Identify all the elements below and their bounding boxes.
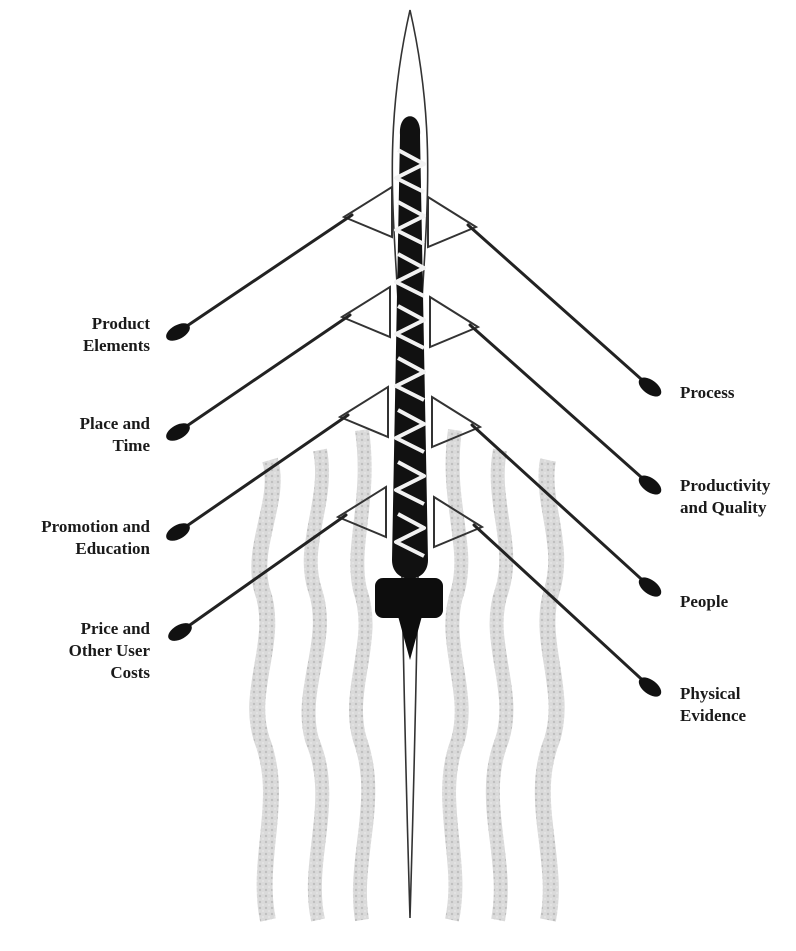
label-promotion-and-education: Promotion and Education bbox=[41, 516, 150, 560]
wake-stream bbox=[449, 430, 462, 920]
wake-stream bbox=[493, 450, 507, 920]
stern-tip bbox=[398, 616, 422, 660]
oar-product-elements bbox=[163, 187, 392, 344]
label-people: People bbox=[680, 591, 728, 613]
oar-place-and-time bbox=[163, 287, 390, 444]
label-place-and-time: Place and Time bbox=[80, 413, 150, 457]
label-productivity-and-quality: Productivity and Quality bbox=[680, 475, 770, 519]
wake-stream bbox=[309, 450, 323, 920]
wake-stream bbox=[257, 460, 273, 920]
wake-stream bbox=[543, 460, 557, 920]
label-process: Process bbox=[680, 382, 734, 404]
label-physical-evidence: Physical Evidence bbox=[680, 683, 746, 727]
oar-process bbox=[428, 197, 665, 400]
label-price-and-other-user-costs: Price and Other User Costs bbox=[69, 618, 150, 684]
coxswain-block bbox=[375, 578, 443, 618]
label-product-elements: Product Elements bbox=[83, 313, 150, 357]
